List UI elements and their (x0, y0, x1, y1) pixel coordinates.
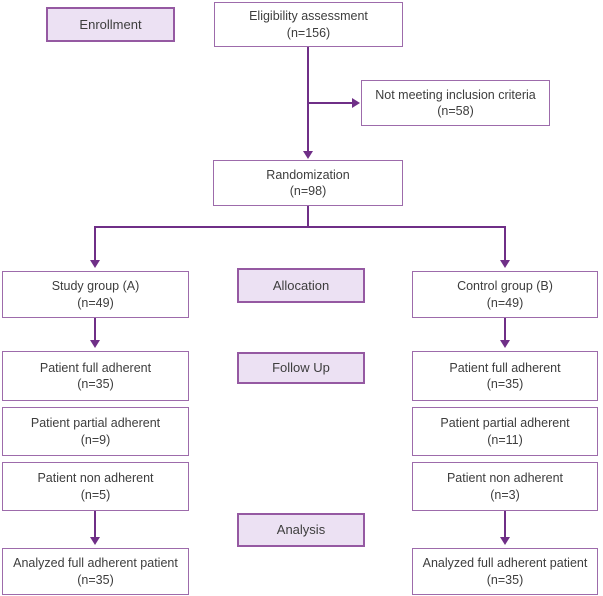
allocation-phase-text: Allocation (272, 277, 330, 293)
randomization-count: (n=98) (289, 184, 327, 198)
study-full-adherent-count: (n=35) (77, 377, 114, 391)
connector-study-analysis (94, 511, 96, 538)
study-partial-adherent-text: Patient partial adherent (30, 416, 161, 430)
study-group-count: (n=49) (77, 295, 114, 310)
not-meeting-criteria-box: Not meeting inclusion criteria (n=58) (361, 80, 550, 126)
control-full-adherent-box: Patient full adherent (n=35) (412, 351, 598, 401)
control-partial-adherent-box: Patient partial adherent (n=11) (412, 407, 598, 456)
arrowhead-into-control-full-adherent (500, 340, 510, 348)
not-meeting-criteria-count: (n=58) (437, 104, 474, 118)
study-analyzed-text: Analyzed full adherent patient (13, 556, 178, 570)
study-group-text: Study group (A) (51, 279, 140, 293)
control-non-adherent-text: Patient non adherent (446, 471, 564, 485)
arrowhead-into-exclusion (352, 98, 360, 108)
randomization-text: Randomization (266, 167, 350, 182)
connector-control-analysis (504, 511, 506, 538)
study-full-adherent-text: Patient full adherent (39, 360, 152, 375)
study-non-adherent-count: (n=5) (80, 487, 111, 502)
control-non-adherent-box: Patient non adherent (n=3) (412, 462, 598, 511)
eligibility-box: Eligibility assessment (n=156) (214, 2, 403, 47)
control-full-adherent-count: (n=35) (486, 377, 524, 391)
enrollment-phase-label: Enrollment (46, 7, 175, 42)
study-non-adherent-box: Patient non adherent (n=5) (2, 462, 189, 511)
control-analyzed-text: Analyzed full adherent patient (422, 556, 588, 570)
followup-phase-text: Follow Up (272, 360, 330, 376)
connector-control-followup (504, 318, 506, 341)
study-full-adherent-box: Patient full adherent (n=35) (2, 351, 189, 401)
connector-split-right (504, 226, 506, 261)
control-analyzed-count: (n=35) (486, 572, 524, 587)
control-group-count: (n=49) (486, 295, 524, 310)
allocation-phase-label: Allocation (237, 268, 365, 303)
arrowhead-into-control-group (500, 260, 510, 268)
eligibility-count: (n=156) (286, 25, 331, 40)
eligibility-text: Eligibility assessment (249, 9, 368, 23)
study-partial-adherent-box: Patient partial adherent (n=9) (2, 407, 189, 456)
control-partial-adherent-text: Patient partial adherent (440, 416, 570, 430)
randomization-box: Randomization (n=98) (213, 160, 403, 206)
study-partial-adherent-count: (n=9) (80, 432, 111, 447)
connector-exclusion-branch (308, 102, 353, 104)
connector-eligibility-randomization (307, 47, 309, 151)
analysis-phase-text: Analysis (276, 522, 326, 538)
arrowhead-into-control-analyzed (500, 537, 510, 545)
control-non-adherent-count: (n=3) (490, 487, 520, 502)
arrowhead-into-randomization (303, 151, 313, 159)
control-partial-adherent-count: (n=11) (487, 432, 523, 447)
study-analyzed-count: (n=35) (77, 572, 114, 587)
control-analyzed-box: Analyzed full adherent patient (n=35) (412, 548, 598, 595)
connector-split-left (94, 226, 96, 261)
control-full-adherent-text: Patient full adherent (449, 360, 561, 375)
arrowhead-into-study-analyzed (90, 537, 100, 545)
control-group-text: Control group (B) (457, 279, 553, 293)
study-analyzed-box: Analyzed full adherent patient (n=35) (2, 548, 189, 595)
control-group-box: Control group (B) (n=49) (412, 271, 598, 318)
followup-phase-label: Follow Up (237, 352, 365, 384)
arrowhead-into-study-full-adherent (90, 340, 100, 348)
analysis-phase-label: Analysis (237, 513, 365, 547)
study-non-adherent-text: Patient non adherent (37, 471, 154, 485)
connector-split-horizontal (94, 226, 506, 228)
not-meeting-criteria-text: Not meeting inclusion criteria (375, 87, 536, 102)
connector-randomization-stub (307, 206, 309, 228)
arrowhead-into-study-group (90, 260, 100, 268)
study-group-box: Study group (A) (n=49) (2, 271, 189, 318)
connector-study-followup (94, 318, 96, 341)
enrollment-phase-text: Enrollment (79, 16, 142, 32)
